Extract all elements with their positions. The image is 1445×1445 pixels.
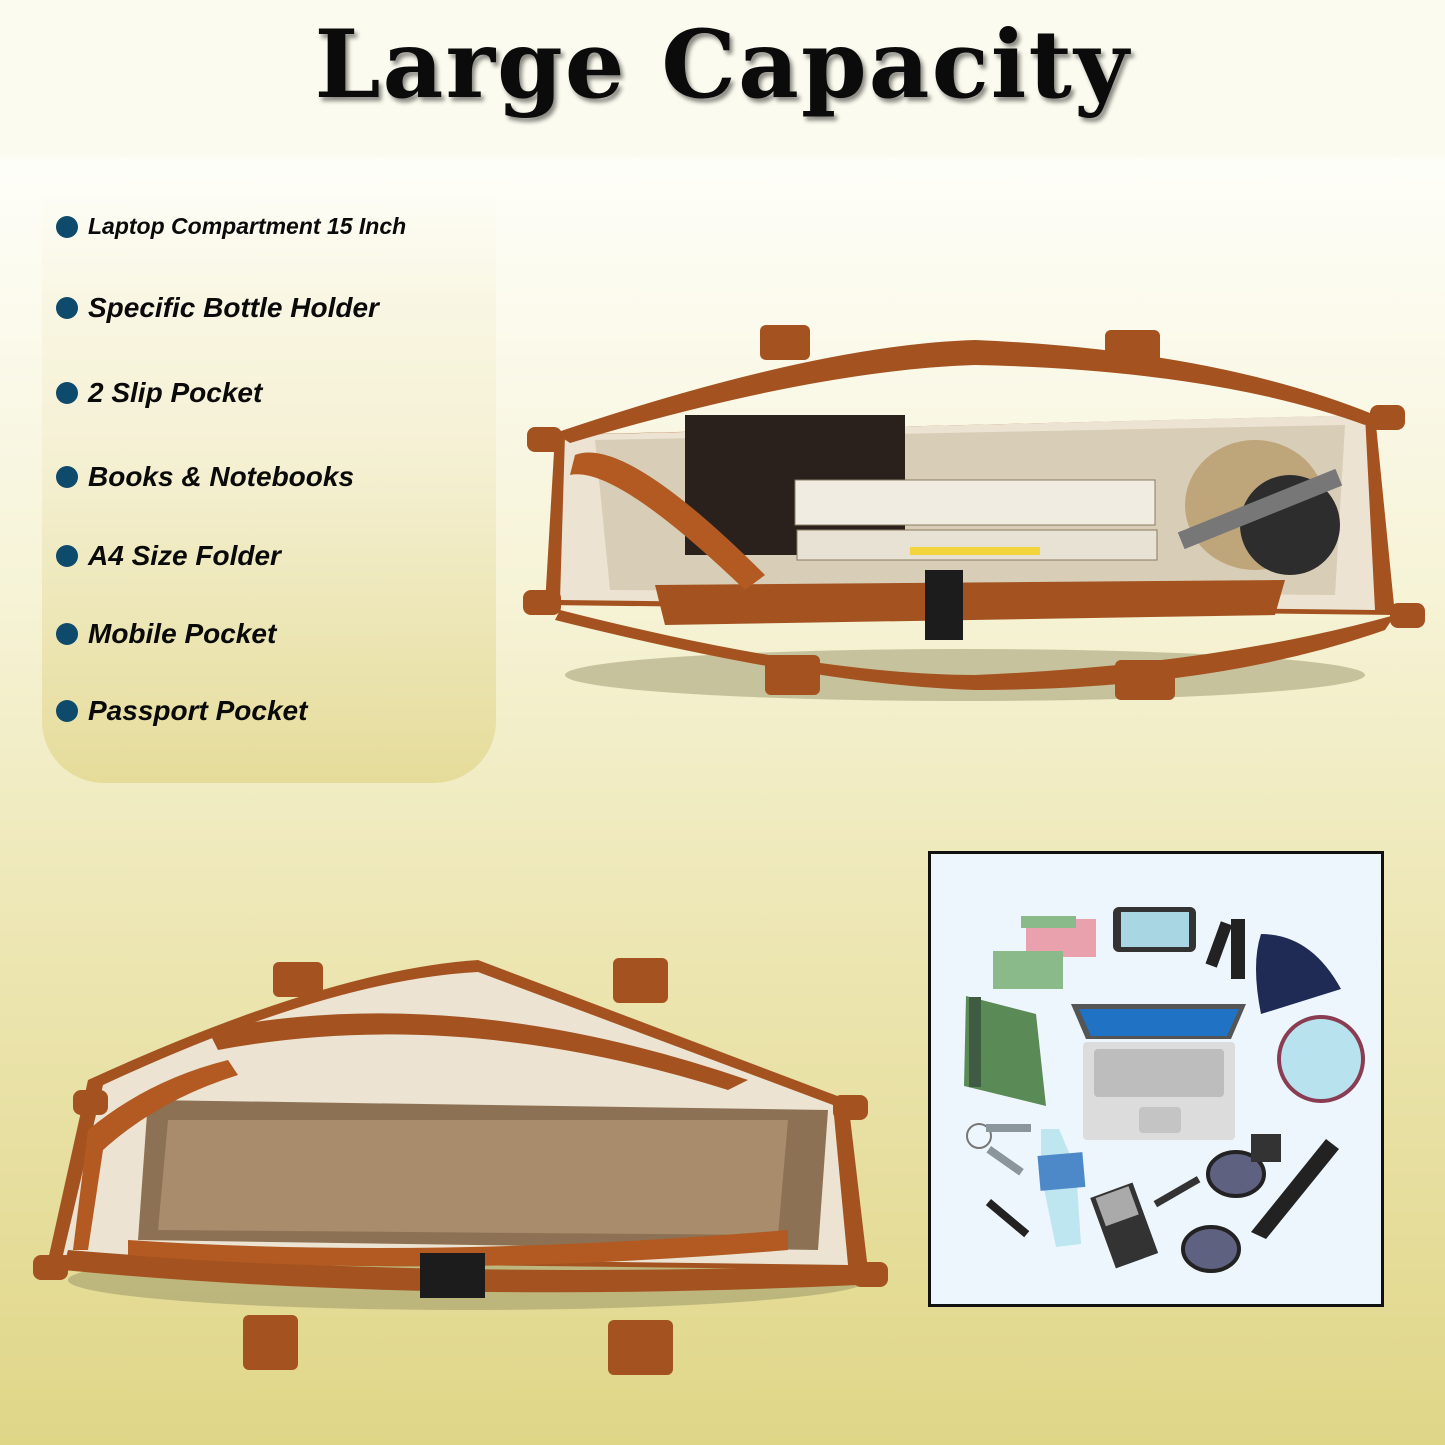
bag-top-view-filled (523, 325, 1425, 701)
feature-item: Passport Pocket (56, 695, 307, 727)
mascara-icon (1205, 919, 1245, 979)
feature-label: A4 Size Folder (88, 540, 281, 571)
water-bottle-icon (1037, 1129, 1086, 1247)
laptop-icon (1071, 1004, 1246, 1140)
eyeshadow-palette-icon (1090, 1182, 1159, 1269)
keys-icon (966, 1123, 1031, 1176)
bag-top-view-empty (33, 958, 888, 1375)
bullet-icon (56, 215, 78, 238)
bullet-icon (56, 382, 78, 404)
feature-item: Laptop Compartment 15 Inch (56, 213, 406, 240)
features-panel (42, 190, 496, 783)
banknotes-icon (993, 916, 1096, 989)
makeup-brush-icon (1153, 1176, 1201, 1208)
feature-label: Mobile Pocket (88, 618, 277, 649)
sunglasses-icon (1181, 1150, 1266, 1273)
phone-icon (1113, 907, 1196, 952)
bullet-icon (56, 545, 78, 567)
book-icon (964, 996, 1046, 1106)
bag-contents-illustration (928, 851, 1384, 1307)
feature-label: 2 Slip Pocket (88, 377, 263, 408)
feature-item: Mobile Pocket (56, 618, 276, 650)
bullet-icon (56, 700, 78, 722)
title-band (0, 0, 1445, 155)
charger-icon (1251, 1134, 1281, 1162)
feature-label: Passport Pocket (88, 695, 308, 726)
bullet-icon (56, 297, 78, 319)
coin-purse-icon (1256, 934, 1341, 1014)
feature-label: Laptop Compartment 15 Inch (88, 213, 407, 239)
feature-label: Specific Bottle Holder (88, 292, 379, 323)
bullet-icon (56, 623, 78, 645)
mirror-icon (1277, 1015, 1365, 1103)
pencil-icon (985, 1199, 1030, 1238)
comb-icon (1251, 1139, 1339, 1239)
feature-item: Specific Bottle Holder (56, 292, 379, 324)
feature-item: Books & Notebooks (56, 461, 354, 493)
page-title: Large Capacity (314, 10, 1131, 120)
feature-item: A4 Size Folder (56, 540, 281, 572)
bullet-icon (56, 466, 78, 488)
feature-label: Books & Notebooks (88, 461, 355, 492)
feature-item: 2 Slip Pocket (56, 377, 262, 409)
